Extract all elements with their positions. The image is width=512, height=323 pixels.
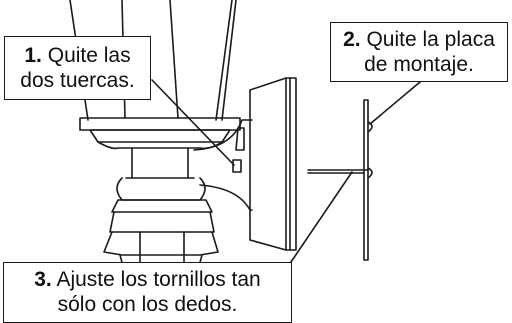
lamp-body bbox=[79, 117, 241, 301]
callout-3-line1: Ajuste los tornillos tan bbox=[56, 268, 261, 291]
leader-line-1 bbox=[151, 79, 235, 166]
callout-2-number: 2. bbox=[343, 28, 361, 51]
callout-1-line1: Quite las bbox=[47, 44, 131, 67]
leader-line-3 bbox=[290, 171, 353, 263]
leader-lines bbox=[151, 79, 421, 263]
callout-remove-plate: 2. Quite la placa de montaje. bbox=[330, 22, 508, 82]
callout-2-line1: Quite la placa bbox=[366, 28, 495, 51]
callout-1-number: 1. bbox=[24, 44, 42, 67]
callout-1-line2: dos tuercas. bbox=[20, 69, 135, 92]
callout-tighten-screws: 3. Ajuste los tornillos tan sólo con los… bbox=[3, 262, 292, 323]
callout-3-line2: sólo con los dedos. bbox=[57, 293, 238, 316]
callout-remove-nuts: 1. Quite las dos tuercas. bbox=[4, 36, 151, 100]
wall-canopy bbox=[249, 77, 297, 251]
callout-2-line2: de montaje. bbox=[364, 53, 474, 76]
mounting-plate bbox=[307, 99, 373, 261]
lamp-arm bbox=[193, 119, 253, 211]
leader-line-2 bbox=[369, 81, 421, 125]
callout-3-number: 3. bbox=[34, 268, 52, 291]
